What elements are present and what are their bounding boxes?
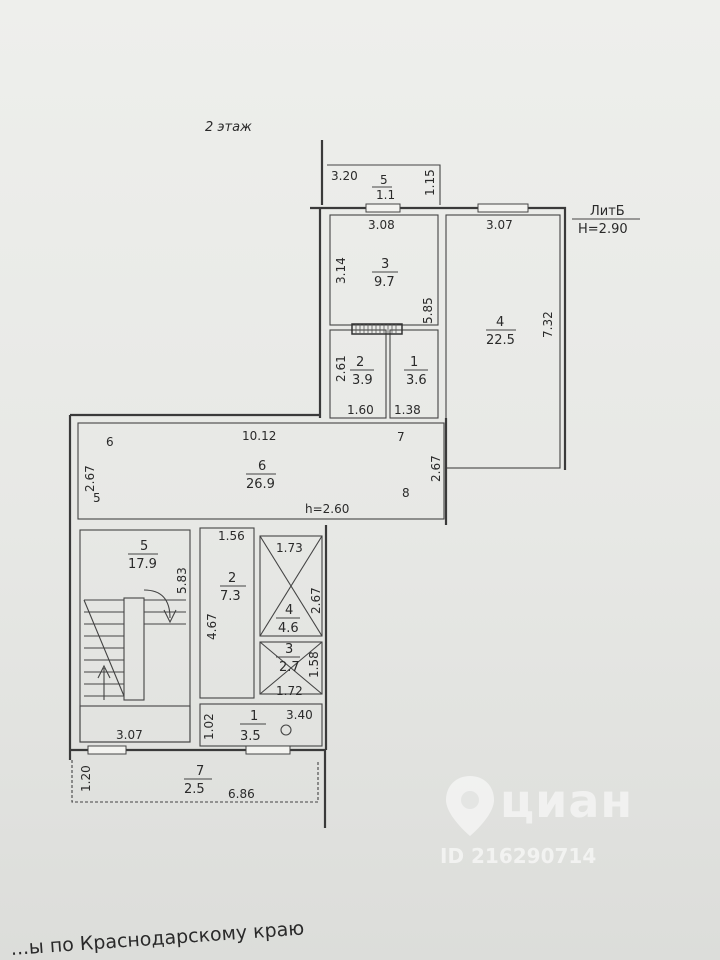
stair-room-5 xyxy=(79,529,191,743)
room-area: 3.9 xyxy=(352,373,373,388)
corridor-room-6 xyxy=(68,413,448,760)
room-2-bottom xyxy=(199,527,255,699)
dimension-label: 3.07 xyxy=(486,218,513,232)
block-rooms-1-3 xyxy=(310,206,567,470)
floor-label: 2 этаж xyxy=(205,120,252,135)
dimension-label: 1.60 xyxy=(347,403,374,417)
room-area: 17.9 xyxy=(128,557,157,572)
room-number: 1 xyxy=(250,709,258,724)
dimension-label: 2.67 xyxy=(429,455,443,482)
dimension-label: 1.58 xyxy=(307,651,321,678)
vent-block xyxy=(351,323,403,335)
dimension-label: 4.67 xyxy=(205,613,219,640)
room-area: 2.5 xyxy=(184,782,205,797)
room-area: 26.9 xyxy=(246,477,275,492)
room-area: 4.6 xyxy=(278,621,299,636)
room-area: 3.5 xyxy=(240,729,261,744)
dimension-label: 3.07 xyxy=(116,728,143,742)
lit-label: ЛитБ xyxy=(590,204,625,219)
balcony-top xyxy=(320,140,441,205)
dimension-label: 1.02 xyxy=(202,713,216,740)
room-area: 2.7 xyxy=(279,660,300,675)
room-number: 4 xyxy=(285,603,293,618)
room-number: 3 xyxy=(381,257,389,272)
room-number: 6 xyxy=(258,459,266,474)
dimension-label: 3.20 xyxy=(331,169,358,183)
room-number: 3 xyxy=(285,642,293,657)
room-number: 2 xyxy=(356,355,364,370)
window xyxy=(245,745,291,755)
window xyxy=(87,745,127,755)
room-area: 22.5 xyxy=(486,333,515,348)
cian-watermark: циан ID 216290714 xyxy=(440,772,680,872)
axis-mark: 6 xyxy=(106,435,114,449)
room-number: 5 xyxy=(380,173,388,187)
dimension-label: 10.12 xyxy=(242,429,276,443)
height-label: H=2.90 xyxy=(578,222,628,237)
room-area: 9.7 xyxy=(374,275,395,290)
room-area: 7.3 xyxy=(220,589,241,604)
dimension-label: 1.15 xyxy=(423,169,437,196)
room-number: 4 xyxy=(496,315,504,330)
dimension-label: 1.73 xyxy=(276,541,303,555)
balcony-bottom-7 xyxy=(71,750,327,828)
axis-mark: 5 xyxy=(93,491,101,505)
dimension-label: 3.08 xyxy=(368,218,395,232)
dimension-label: 1.38 xyxy=(394,403,421,417)
room-number: 5 xyxy=(140,539,148,554)
dimension-label: 6.86 xyxy=(228,787,255,801)
dimension-label: 1.56 xyxy=(218,529,245,543)
room-height-label: h=2.60 xyxy=(305,502,349,516)
room-area: 3.6 xyxy=(406,373,427,388)
room-number: 2 xyxy=(228,571,236,586)
window xyxy=(365,203,401,213)
dimension-label: 5.83 xyxy=(175,567,189,594)
dimension-label: 2.67 xyxy=(309,587,323,614)
axis-mark: 7 xyxy=(397,430,405,444)
dimension-label: 3.40 xyxy=(286,708,313,722)
dimension-label: 1.72 xyxy=(276,684,303,698)
room-area: 1.1 xyxy=(376,188,395,202)
watermark-id: ID 216290714 xyxy=(440,844,597,868)
elevator-shafts xyxy=(259,525,328,750)
watermark-name: циан xyxy=(500,774,634,828)
dimension-label: 3.14 xyxy=(334,257,348,284)
location-pin-icon xyxy=(446,776,494,836)
axis-mark: 8 xyxy=(402,486,410,500)
room-number: 7 xyxy=(196,764,204,779)
window xyxy=(477,203,529,213)
dimension-label: 1.20 xyxy=(79,765,93,792)
dimension-label: 7.32 xyxy=(541,311,555,338)
room-number: 1 xyxy=(410,355,418,370)
dimension-label: 2.67 xyxy=(83,465,97,492)
dimension-label: 2.61 xyxy=(334,355,348,382)
dimension-label: 5.85 xyxy=(421,297,435,324)
